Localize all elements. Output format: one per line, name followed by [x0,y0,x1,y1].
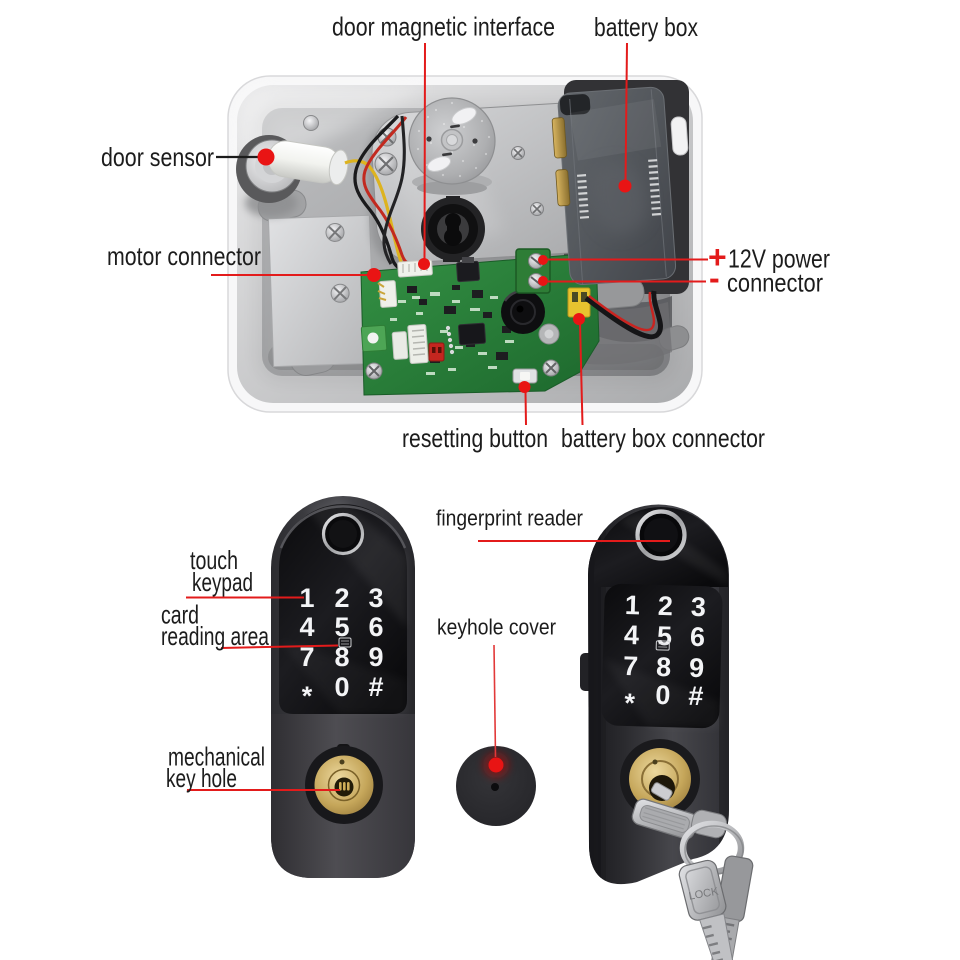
door-magnetic-interface-label: door magnetic interface [332,12,555,42]
mechanical-key-hole-label-line2: key hole [166,763,237,793]
motor-connector-dot [367,268,381,282]
core-hole [421,196,485,262]
power-plus-dot [538,255,548,265]
lock-body-open [227,75,703,413]
hanging-keys: LOCK [678,855,754,960]
keyhole-cover-line [493,644,497,758]
mechanical-key-hole-label-line1: mechanical [168,742,265,772]
battery-box-line [624,42,628,184]
case-wall-slot [670,116,689,156]
left-keyhole [305,744,383,824]
right-fingerprint-reader [635,509,687,561]
door-sensor-label: door sensor [101,142,214,172]
resetting-button-line [524,391,527,426]
motor-connector-label: motor connector [107,241,261,271]
keyhole-cover [456,746,536,826]
battery-box-connector-dot [573,313,585,325]
case-glare [240,88,430,157]
left-key-0: 0 [334,672,349,702]
left-key-2: 2 [334,583,349,613]
left-key-3: 3 [368,583,383,613]
left-key-4: 4 [299,612,314,642]
left-key-star: * [302,681,313,711]
right-key-hash: # [688,681,704,711]
right-keypad: 1 2 3 4 5 6 7 8 9 * 0 # [623,590,707,718]
door-sensor-dot [257,148,275,166]
touch-keypad-label-line2: keypad [192,567,253,597]
pcb-components [360,248,663,384]
wires [344,114,415,272]
pcb [360,248,663,396]
motor [408,97,496,195]
resetting-button-dot [518,381,531,393]
lock-panel-right: 1 2 3 4 5 6 7 8 9 * 0 # [580,504,754,960]
left-lock-rim-light [279,505,407,549]
left-key-7: 7 [299,642,314,672]
card-reading-label-line1: card [161,600,199,630]
power-label-line2: connector [727,268,823,298]
right-key-star: * [624,688,636,718]
left-fingerprint-reader [321,512,365,556]
right-key-6: 6 [690,622,706,652]
right-key-0: 0 [655,680,671,710]
right-key-1: 1 [624,590,640,620]
right-key-8: 8 [656,652,672,682]
fingerprint-reader-label: fingerprint reader [436,506,583,531]
key-engraving: LOCK [688,886,720,903]
left-card-icon [338,637,352,648]
resetting-button-label: resetting button [402,423,548,453]
annotation-dots [257,148,632,393]
left-plate [267,214,376,368]
annotation-lines [186,42,708,791]
battery-box-label: battery box [594,12,698,42]
door-sensor [236,135,349,217]
right-key-3: 3 [690,592,706,622]
battery-box [551,86,677,286]
card-reading-label-line2: reading area [161,621,269,651]
card-reading-line [220,644,339,649]
left-key-5: 5 [334,612,349,642]
power-minus-sign: - [709,260,720,296]
left-key-1: 1 [299,583,314,613]
right-key-2: 2 [657,591,673,621]
battery-box-dot [618,179,632,193]
battery-box-connector-label: battery box connector [561,423,765,453]
battery-box-connector-line [579,322,584,426]
power-label-line1: 12V power [728,244,830,274]
left-key-8: 8 [334,642,349,672]
right-key-7: 7 [623,651,639,681]
keyhole-cover-label: keyhole cover [437,615,556,640]
right-key-9: 9 [689,653,705,683]
annotations: door magnetic interface battery box door… [101,12,830,794]
left-key-hash: # [368,672,383,702]
door-magnetic-interface-line [423,42,426,262]
right-key-4: 4 [624,620,640,650]
door-magnetic-interface-dot [418,258,430,270]
touch-keypad-label-line1: touch [190,545,238,575]
power-minus-dot [538,276,548,286]
right-keyhole: LOCK [620,739,754,960]
power-plus-sign: + [708,239,727,275]
right-card-icon [655,640,670,651]
inserted-key [631,782,727,840]
left-keypad: 1 2 3 4 5 6 7 8 9 * 0 # [299,583,383,711]
battery-text-marks [576,159,662,219]
lock-panel-left: 1 2 3 4 5 6 7 8 9 * 0 # [271,496,415,878]
left-key-6: 6 [368,612,383,642]
left-key-9: 9 [368,642,383,672]
